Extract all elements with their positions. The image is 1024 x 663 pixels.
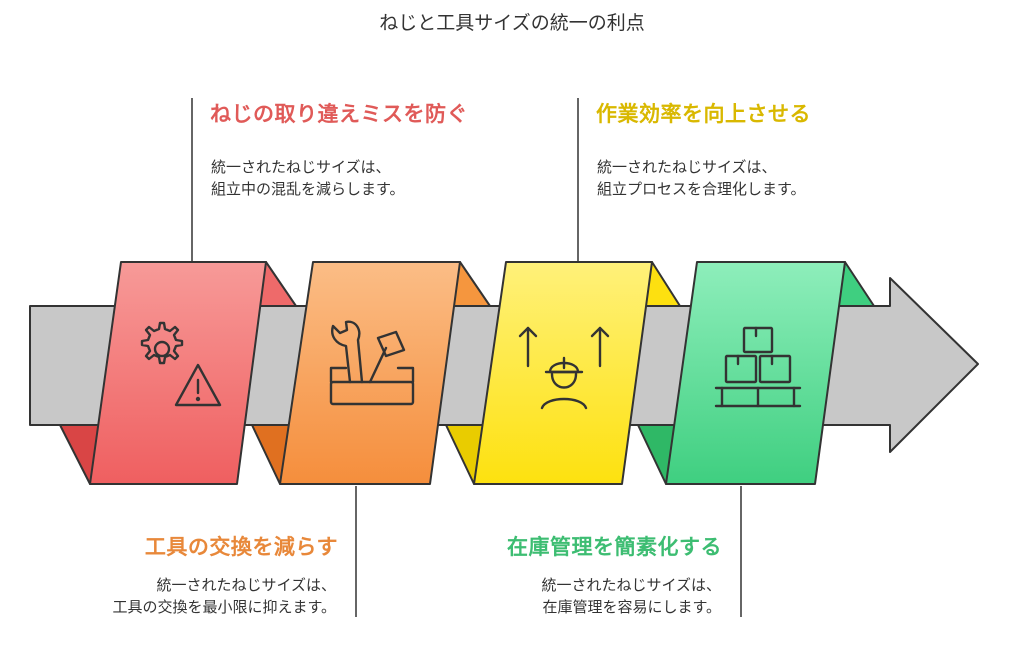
benefit-4-desc-line1: 統一されたねじサイズは、 [541,576,721,594]
worker-up-arrows-icon [518,326,610,410]
benefit-4-heading: 在庫管理を簡素化する [507,535,722,559]
benefit-1-desc-line2: 組立中の混乱を減らします。 [211,180,405,198]
benefit-3-heading: 作業効率を向上させる [596,102,811,126]
benefit-3-desc-line1: 統一されたねじサイズは、 [597,158,777,176]
toolbox-icon [329,320,415,406]
benefit-2-heading: 工具の交換を減らす [144,535,338,559]
benefit-1-heading: ねじの取り違えミスを防ぐ [210,102,468,126]
benefit-4-desc-line2: 在庫管理を容易にします。 [542,598,721,616]
panel-orange [279,261,461,485]
boxes-on-pallet-icon [714,326,802,408]
connector-lines [191,98,742,617]
benefit-2-desc-line2: 工具の交換を最小限に抑えます。 [112,598,336,616]
benefit-1-desc-line1: 統一されたねじサイズは、 [211,158,391,176]
benefit-2-desc-line1: 統一されたねじサイズは、 [156,576,336,594]
gear-warning-icon [140,321,222,407]
benefit-3-desc-line2: 組立プロセスを合理化します。 [597,180,806,198]
diagram-title: ねじと工具サイズの統一の利点 [379,12,645,34]
panel-red [89,261,267,485]
